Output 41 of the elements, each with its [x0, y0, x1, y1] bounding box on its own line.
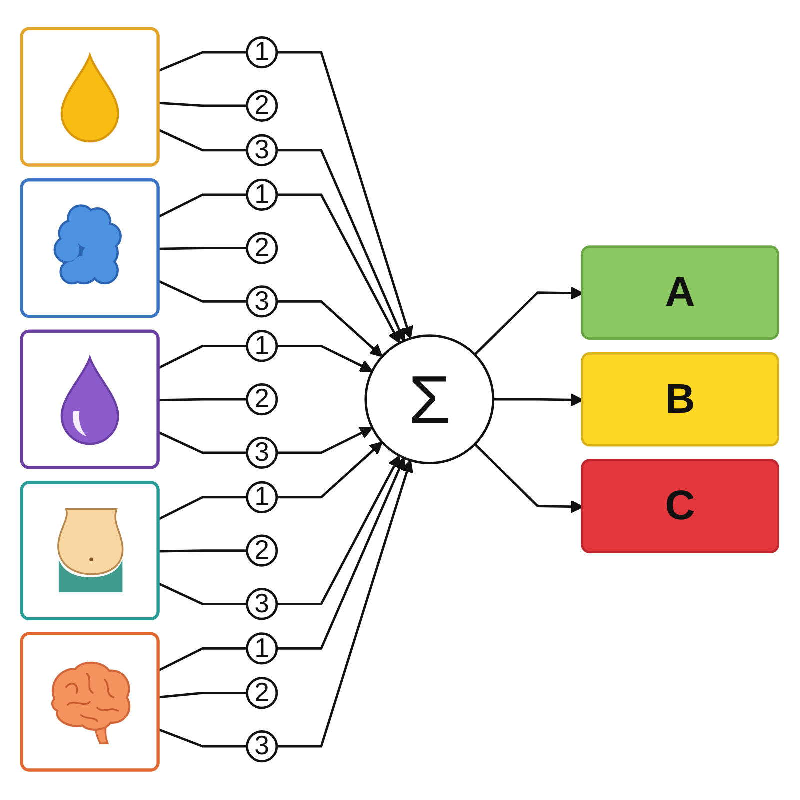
- arrow: [276, 345, 374, 372]
- connector: [159, 248, 248, 251]
- node-circle: 2: [246, 90, 278, 122]
- connector: [158, 129, 248, 152]
- arrow: [276, 428, 374, 455]
- connector: [158, 648, 248, 672]
- arrow: [276, 150, 406, 342]
- connector: [158, 583, 248, 606]
- arrow: [276, 458, 406, 650]
- connector: [159, 550, 248, 554]
- arrow: [276, 300, 383, 358]
- connector: [158, 280, 248, 304]
- connector: [158, 52, 248, 72]
- node-circle: 1: [246, 36, 278, 70]
- connector: [158, 729, 248, 748]
- connector: [158, 432, 248, 455]
- connector: [159, 398, 248, 402]
- node-circle: 3: [246, 286, 278, 318]
- arrow: [276, 460, 414, 748]
- arrow: [276, 456, 400, 606]
- node-circle: 3: [246, 134, 278, 167]
- node-circle: 2: [246, 384, 278, 416]
- node-circle: 1: [246, 330, 278, 363]
- node-circle: 2: [246, 535, 278, 568]
- node-circle: 1: [246, 179, 278, 212]
- node-circle: 1: [246, 482, 278, 514]
- node-circle: 3: [246, 730, 278, 764]
- node-circle: 1: [246, 633, 278, 666]
- node-circle: Σ: [364, 335, 495, 465]
- node-circle: 3: [246, 437, 278, 470]
- arrow: [276, 52, 414, 340]
- node-circle: 2: [246, 232, 278, 265]
- node-circle: 3: [246, 588, 278, 621]
- connector: [158, 102, 248, 108]
- arrow: [276, 194, 400, 344]
- connector: [158, 194, 248, 218]
- connector: [158, 692, 248, 700]
- connector: [158, 496, 248, 521]
- node-circle: 2: [246, 678, 278, 710]
- connector: [158, 345, 248, 370]
- arrow: [276, 442, 383, 500]
